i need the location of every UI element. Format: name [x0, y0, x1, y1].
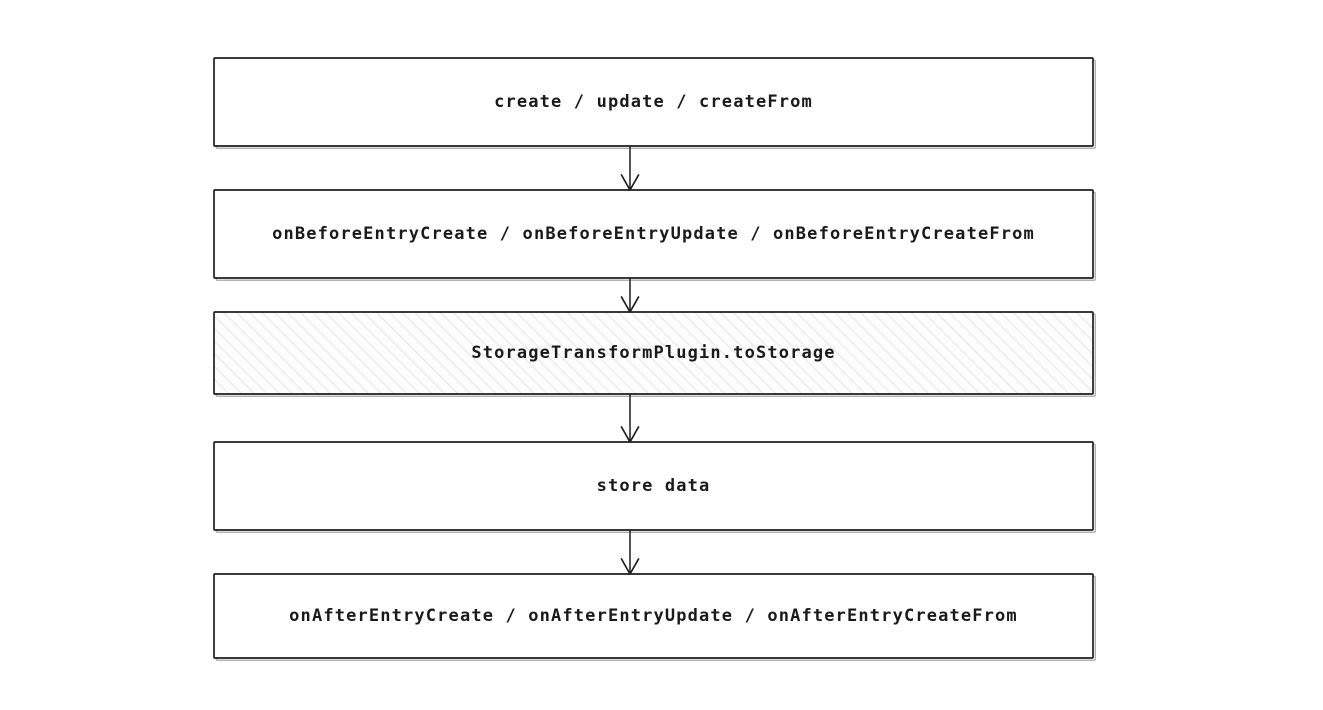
node-label-create-update-createfrom[interactable]: create / update / createFrom [494, 92, 813, 112]
arrow-2-arrowhead [620, 296, 640, 313]
node-storage-transform-plugin [213, 311, 1094, 395]
arrow-3-arrowhead [620, 426, 640, 443]
flowchart-shapes-group [213, 57, 1096, 661]
node-on-before-entry-hooks [213, 189, 1094, 279]
node-label-on-before-entry-hooks[interactable]: onBeforeEntryCreate / onBeforeEntryUpdat… [272, 224, 1035, 244]
node-on-after-entry-hooks [213, 573, 1094, 659]
arrow-1-arrowhead [620, 174, 640, 191]
node-create-update-createfrom [213, 57, 1094, 147]
node-label-on-after-entry-hooks[interactable]: onAfterEntryCreate / onAfterEntryUpdate … [289, 606, 1018, 626]
arrow-4-arrowhead [620, 558, 640, 575]
node-store-data [213, 441, 1094, 531]
node-label-storage-transform-plugin[interactable]: StorageTransformPlugin.toStorage [471, 343, 836, 363]
node-label-store-data[interactable]: store data [596, 476, 711, 496]
